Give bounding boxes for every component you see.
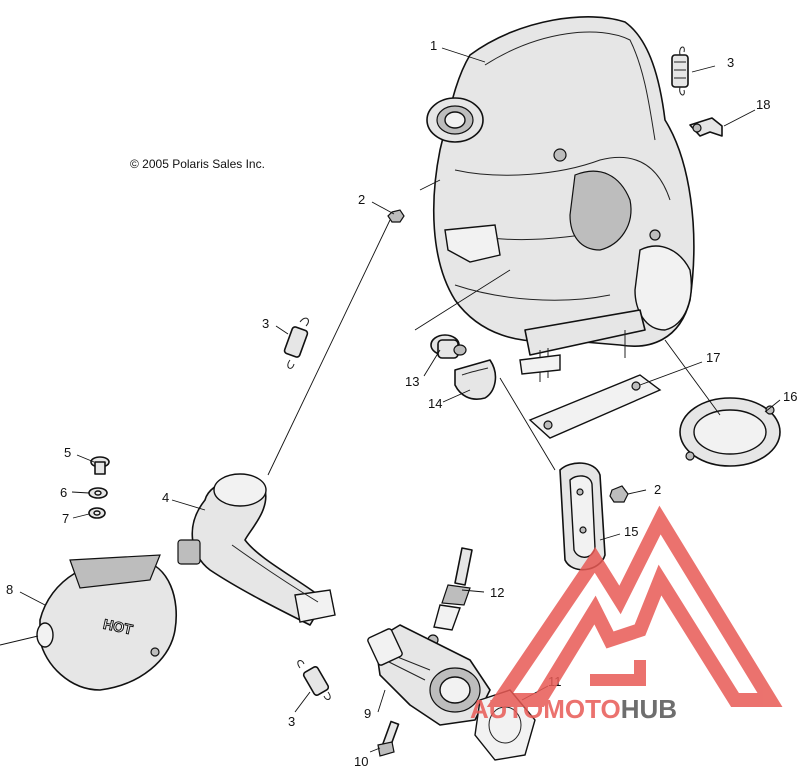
callout-1: 1 [430, 38, 437, 53]
leader-lines [0, 47, 781, 753]
spring-part-3-lower [297, 660, 331, 700]
washer-part-7 [88, 507, 106, 519]
manifold-part-9 [367, 624, 491, 726]
washer-part-6 [88, 487, 108, 499]
callout-4: 4 [162, 490, 169, 505]
spring-part-3-mid [283, 317, 309, 369]
muffler-part-1 [426, 16, 695, 382]
watermark-auto: AUTO [470, 694, 543, 724]
copyright-text: © 2005 Polaris Sales Inc. [130, 157, 265, 171]
callout-7: 7 [62, 511, 69, 526]
plate-part-17 [528, 374, 662, 439]
watermark-logo-triangle [486, 505, 783, 707]
callout-5: 5 [64, 445, 71, 460]
gasket-part-15 [559, 462, 606, 571]
callout-3-lower: 3 [288, 714, 295, 729]
gasket-ring-part-16 [679, 397, 781, 467]
callout-13: 13 [405, 374, 419, 389]
watermark-hub: HUB [621, 694, 677, 724]
callout-8: 8 [6, 582, 13, 597]
watermark-text: AUTOMOTOHUB [470, 694, 677, 724]
callout-17: 17 [706, 350, 720, 365]
callout-6: 6 [60, 485, 67, 500]
callout-18: 18 [756, 97, 770, 112]
nut-part-2-lower [609, 485, 629, 503]
hot-warning-label: HOT [102, 616, 135, 638]
strap-part-14 [454, 359, 497, 400]
callout-16: 16 [783, 389, 797, 404]
automotohub-watermark: AUTOMOTOHUB [470, 505, 783, 724]
spring-part-3-top [671, 46, 689, 96]
callout-3-mid: 3 [262, 316, 269, 331]
callout-2-lower: 2 [654, 482, 661, 497]
sensor-part-12 [427, 547, 473, 646]
exhaust-pipe-part-4 [177, 473, 336, 626]
callout-10: 10 [354, 754, 368, 769]
bracket-part-18 [689, 117, 723, 137]
callout-12: 12 [490, 585, 504, 600]
callout-3-top: 3 [727, 55, 734, 70]
callout-2-upper: 2 [358, 192, 365, 207]
bolt-part-10 [377, 720, 400, 757]
callout-15: 15 [624, 524, 638, 539]
watermark-moto: MOTO [543, 694, 621, 724]
screw-part-5 [90, 456, 110, 475]
grommet-part-13 [430, 334, 467, 359]
heat-shield-part-8: HOT [36, 554, 177, 691]
callout-9: 9 [364, 706, 371, 721]
callout-14: 14 [428, 396, 442, 411]
